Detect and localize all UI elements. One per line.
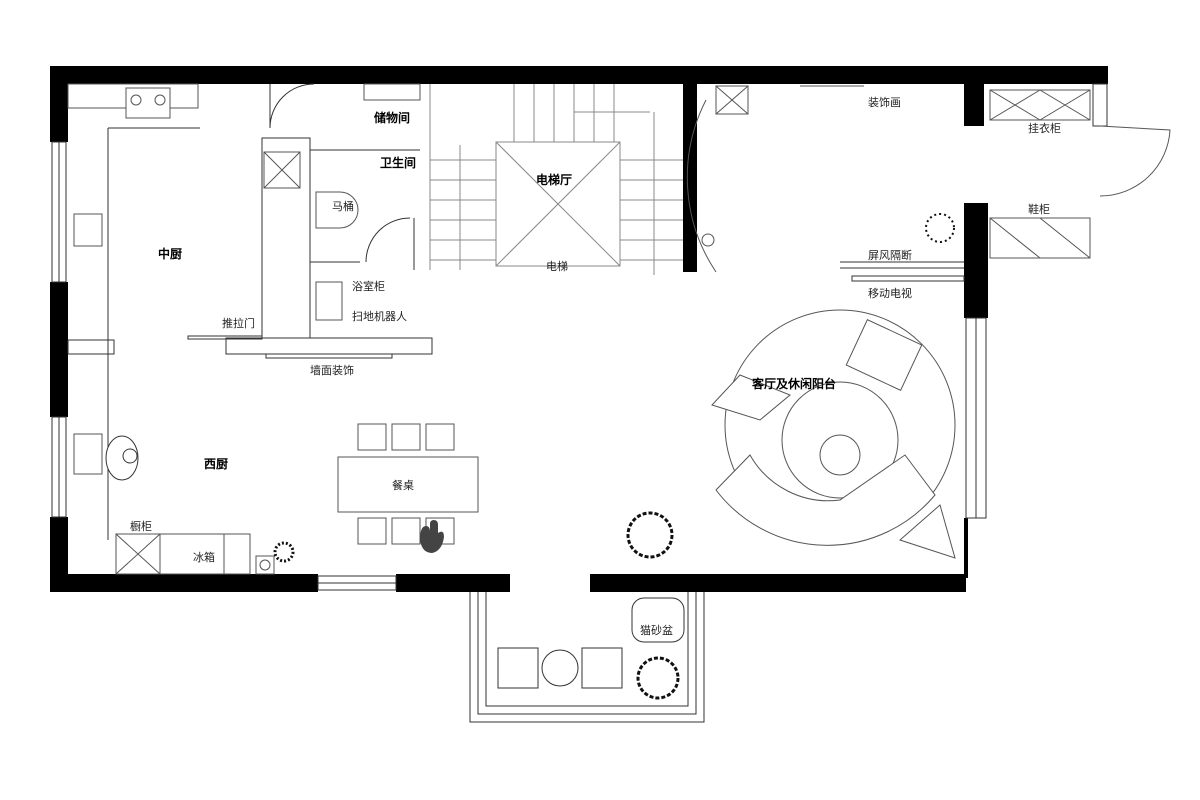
label-robot-vacuum: 扫地机器人 — [352, 309, 407, 323]
label-mobile-tv: 移动电视 — [868, 286, 912, 300]
dining-set — [337, 423, 479, 545]
room-label-storage: 储物间 — [374, 110, 410, 125]
balcony — [469, 592, 705, 723]
entry-fixtures — [686, 85, 1171, 273]
label-bath-cabinet: 浴室柜 — [352, 279, 385, 293]
label-wall-decor: 墙面装饰 — [310, 363, 354, 377]
kitchen-fixtures — [67, 83, 421, 575]
label-toilet: 马桶 — [332, 199, 354, 213]
label-decor-painting: 装饰画 — [868, 95, 901, 109]
label-sliding-door: 推拉门 — [222, 316, 255, 330]
label-fridge: 冰箱 — [193, 550, 215, 564]
living-furniture — [711, 309, 956, 559]
room-label-bathroom: 卫生间 — [380, 155, 416, 170]
label-litter-box: 猫砂盆 — [640, 623, 673, 637]
stairs — [429, 84, 683, 275]
label-cabinet: 橱柜 — [130, 519, 152, 533]
label-screen-partition: 屏风隔断 — [868, 248, 912, 262]
plant-icon — [273, 213, 955, 700]
room-label-living: 客厅及休闲阳台 — [751, 376, 836, 391]
person-icon — [105, 435, 139, 481]
label-dining-table: 餐桌 — [392, 478, 414, 492]
room-label-elevator-hall: 电梯厅 — [536, 172, 572, 187]
hand-cursor-icon — [420, 520, 444, 553]
label-shoe-cabinet: 鞋柜 — [1028, 202, 1050, 216]
label-wardrobe: 挂衣柜 — [1028, 121, 1061, 135]
label-elevator: 电梯 — [546, 260, 568, 273]
partitions — [67, 83, 965, 540]
windows — [51, 83, 1108, 591]
room-label-western-kitchen: 西厨 — [204, 456, 228, 471]
room-label-middle-kitchen: 中厨 — [158, 246, 182, 261]
walls — [50, 66, 1108, 592]
